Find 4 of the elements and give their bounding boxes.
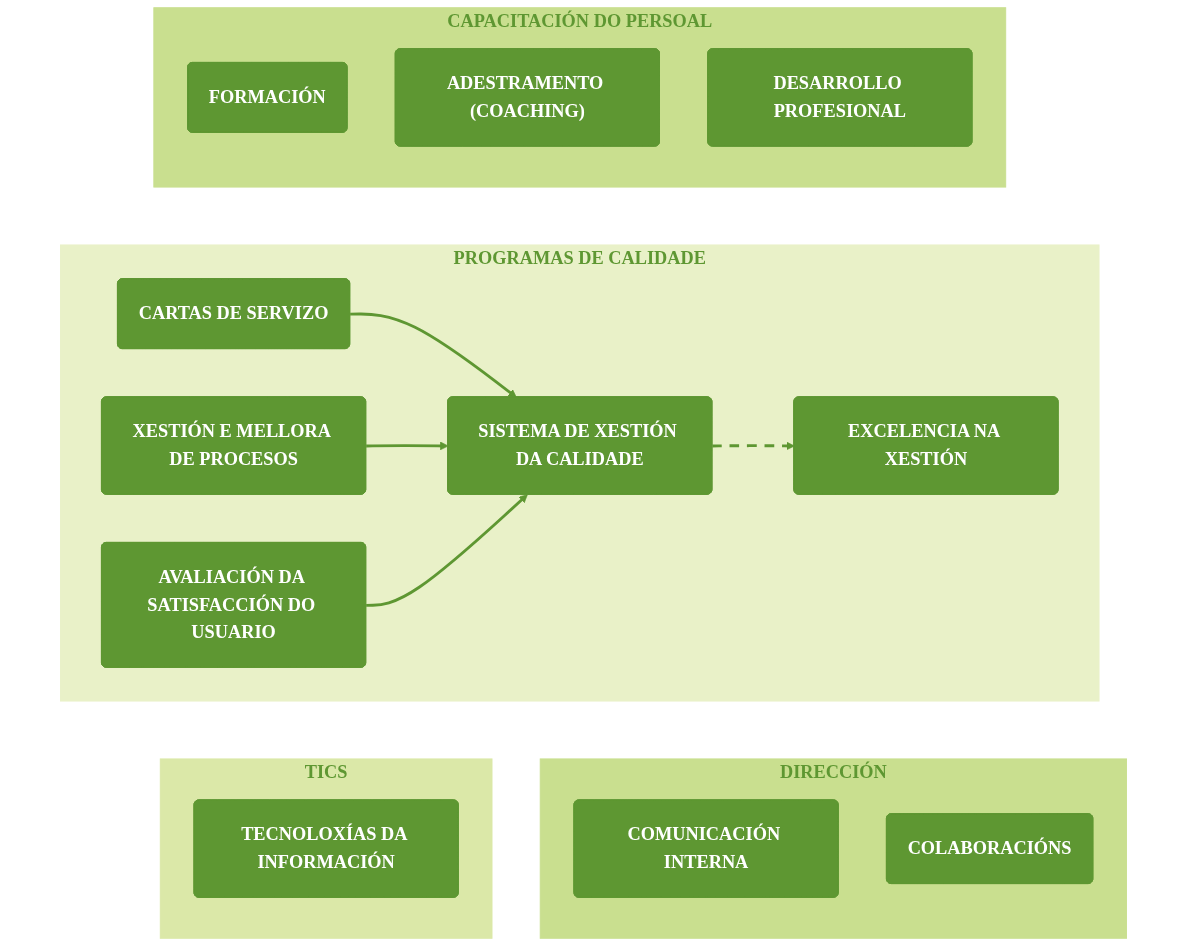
- arrow: [712, 441, 795, 451]
- arrow: [350, 312, 517, 398]
- arrow: [366, 494, 528, 607]
- arrow: [366, 441, 449, 451]
